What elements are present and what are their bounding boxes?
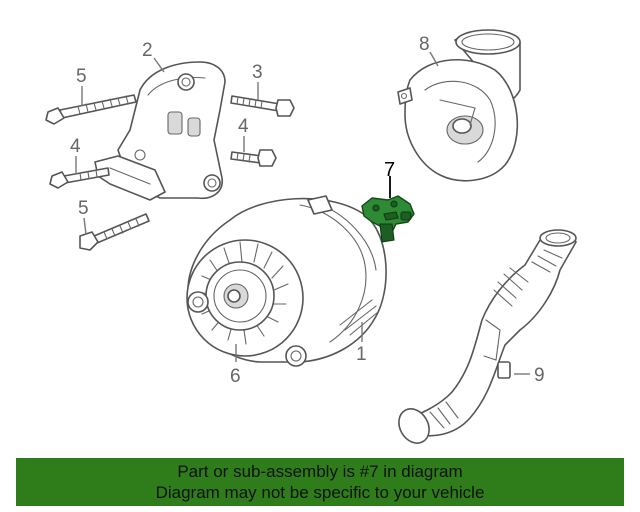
callout-2: 2: [142, 40, 165, 73]
callout-1-label: 1: [356, 344, 367, 365]
part-8-intake-housing[interactable]: [397, 29, 521, 182]
part-2-bracket[interactable]: [94, 61, 226, 201]
callout-2-label: 2: [142, 40, 153, 61]
part-4-bolt-left[interactable]: [49, 167, 110, 189]
callout-4-right-label: 4: [238, 116, 249, 137]
callout-9-label: 9: [534, 365, 545, 386]
callout-8-label: 8: [419, 34, 430, 55]
callout-9: 9: [514, 365, 545, 386]
callout-5-upper: 5: [76, 66, 87, 106]
callout-8: 8: [419, 34, 439, 67]
part-7-voltage-regulator[interactable]: [361, 195, 415, 243]
callout-5-upper-label: 5: [76, 66, 87, 87]
part-9-intake-hose[interactable]: [393, 229, 577, 449]
callout-4-right: 4: [238, 116, 249, 152]
callout-6: 6: [230, 344, 241, 387]
part-3-bolt[interactable]: [230, 95, 295, 117]
part-4-bolt-right[interactable]: [230, 149, 277, 167]
callout-6-label: 6: [230, 366, 241, 387]
callout-3-label: 3: [252, 62, 263, 83]
callout-4-left: 4: [70, 136, 81, 174]
callout-5-lower: 5: [78, 198, 89, 235]
parts-diagram: 1 2 3 4 4 5 5 6 7 8 9: [45, 29, 577, 449]
part-1-alternator[interactable]: [186, 195, 387, 367]
part-5-bolt-lower[interactable]: [79, 213, 150, 251]
footer-line-1: Part or sub-assembly is #7 in diagram: [177, 462, 463, 481]
callout-4-left-label: 4: [70, 136, 81, 157]
part-5-bolt-upper[interactable]: [45, 94, 137, 125]
callout-3: 3: [252, 62, 263, 100]
footer-line-2: Diagram may not be specific to your vehi…: [155, 483, 485, 502]
footer-banner: Part or sub-assembly is #7 in diagram Di…: [16, 458, 624, 506]
callout-5-lower-label: 5: [78, 198, 89, 219]
callout-7-label: 7: [384, 159, 395, 181]
callout-1: 1: [356, 322, 367, 365]
callout-7: 7: [384, 159, 395, 198]
